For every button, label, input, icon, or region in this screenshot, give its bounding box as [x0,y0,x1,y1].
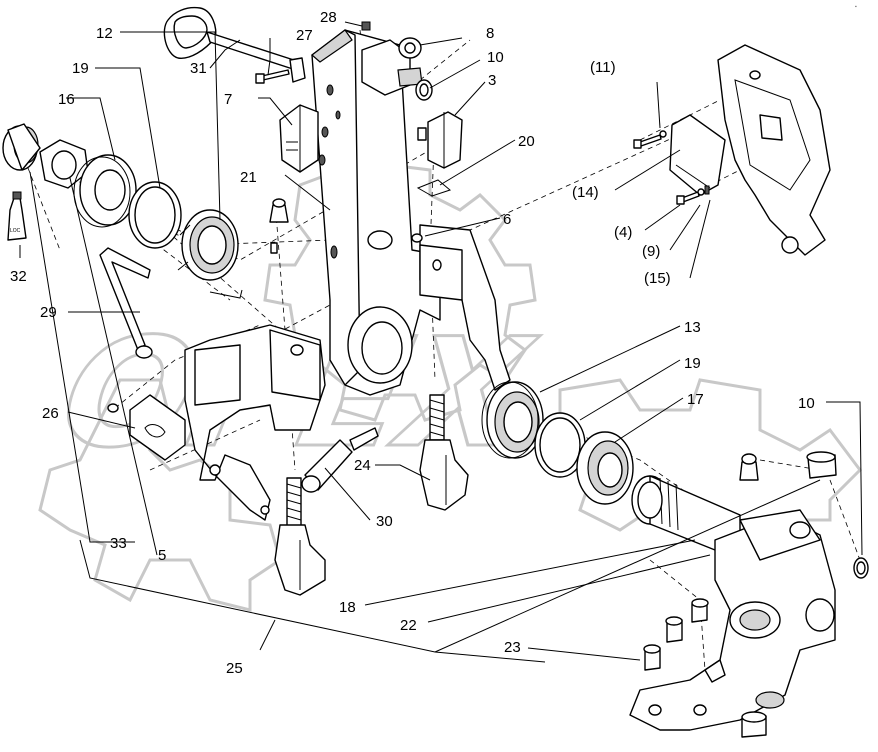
callout-9: (9) [642,243,660,260]
callout-30: 30 [376,513,393,530]
grease-nipple-shaft [704,453,759,683]
bolts-top-right [633,130,710,205]
loctite-bottle: LOC [7,191,27,241]
washer-17 [576,431,634,505]
callout-15: (15) [644,270,671,287]
bushing-10-right [806,451,869,579]
grip-7 [279,104,319,173]
callout-14: (14) [572,184,599,201]
callout-19: 19 [72,60,89,77]
small-pin [209,289,243,299]
callout-33: 33 [110,535,127,552]
callout-26: 26 [42,405,59,422]
callout-17: 17 [687,391,704,408]
callout-25: 25 [226,660,243,677]
callout-8: 8 [486,25,494,42]
callout-31: 31 [190,60,207,77]
callout-10: 10 [487,49,504,66]
callout-12: 12 [96,25,113,42]
callout-24: 24 [354,457,371,474]
bushes-23 [643,598,767,738]
bearing-12 [177,209,239,281]
callout-22: 22 [400,617,417,634]
bolt-27 [255,69,290,84]
o-ring-19 [128,181,182,249]
left-bracket [184,324,326,521]
spring-rod-left [274,477,326,596]
callout-19b: 19 [684,355,701,372]
callout-29: 29 [40,304,57,321]
callout-3: 3 [488,72,496,89]
pivot-block [361,21,433,101]
callout-32: 32 [10,268,27,285]
callout-21: 21 [240,169,257,186]
callout-6: 6 [503,211,511,228]
pin-29 [99,247,153,359]
callout-labels: 28 8 27 12 10 19 31 16 3 7 (11) 20 21 (1… [10,9,815,677]
callout-11: (11) [590,59,616,76]
spring-clip [416,179,452,197]
callout-5: 5 [158,547,166,564]
callout-7: 7 [224,91,232,108]
spring-rod-right [419,394,469,511]
main-lever-arm [311,29,441,396]
washer-16 [73,154,137,228]
dust-cap [2,123,41,171]
leader-lines [19,21,863,663]
lower-housing [629,509,836,731]
callout-16: 16 [58,91,75,108]
svg-text:LOC: LOC [10,228,21,234]
callout-23: 23 [504,639,521,656]
callout-28: 28 [320,9,337,26]
callout-27: 27 [296,27,313,44]
callout-10b: 10 [798,395,815,412]
cover-plate-14 [669,114,726,196]
roller-30 [301,427,379,493]
callout-4: (4) [614,224,632,241]
grease-nipple-top [269,198,289,254]
corner-mark: ▪ [855,4,857,10]
callout-18: 18 [339,599,356,616]
callout-13: 13 [684,319,701,336]
grip-3 [417,111,463,169]
right-bracket [411,224,511,391]
lock-nut [39,139,89,189]
cover-plate [107,394,186,461]
callout-20: 20 [518,133,535,150]
frame-section [717,44,831,256]
bearing-13 [481,381,544,459]
o-ring-19-right [534,412,586,478]
